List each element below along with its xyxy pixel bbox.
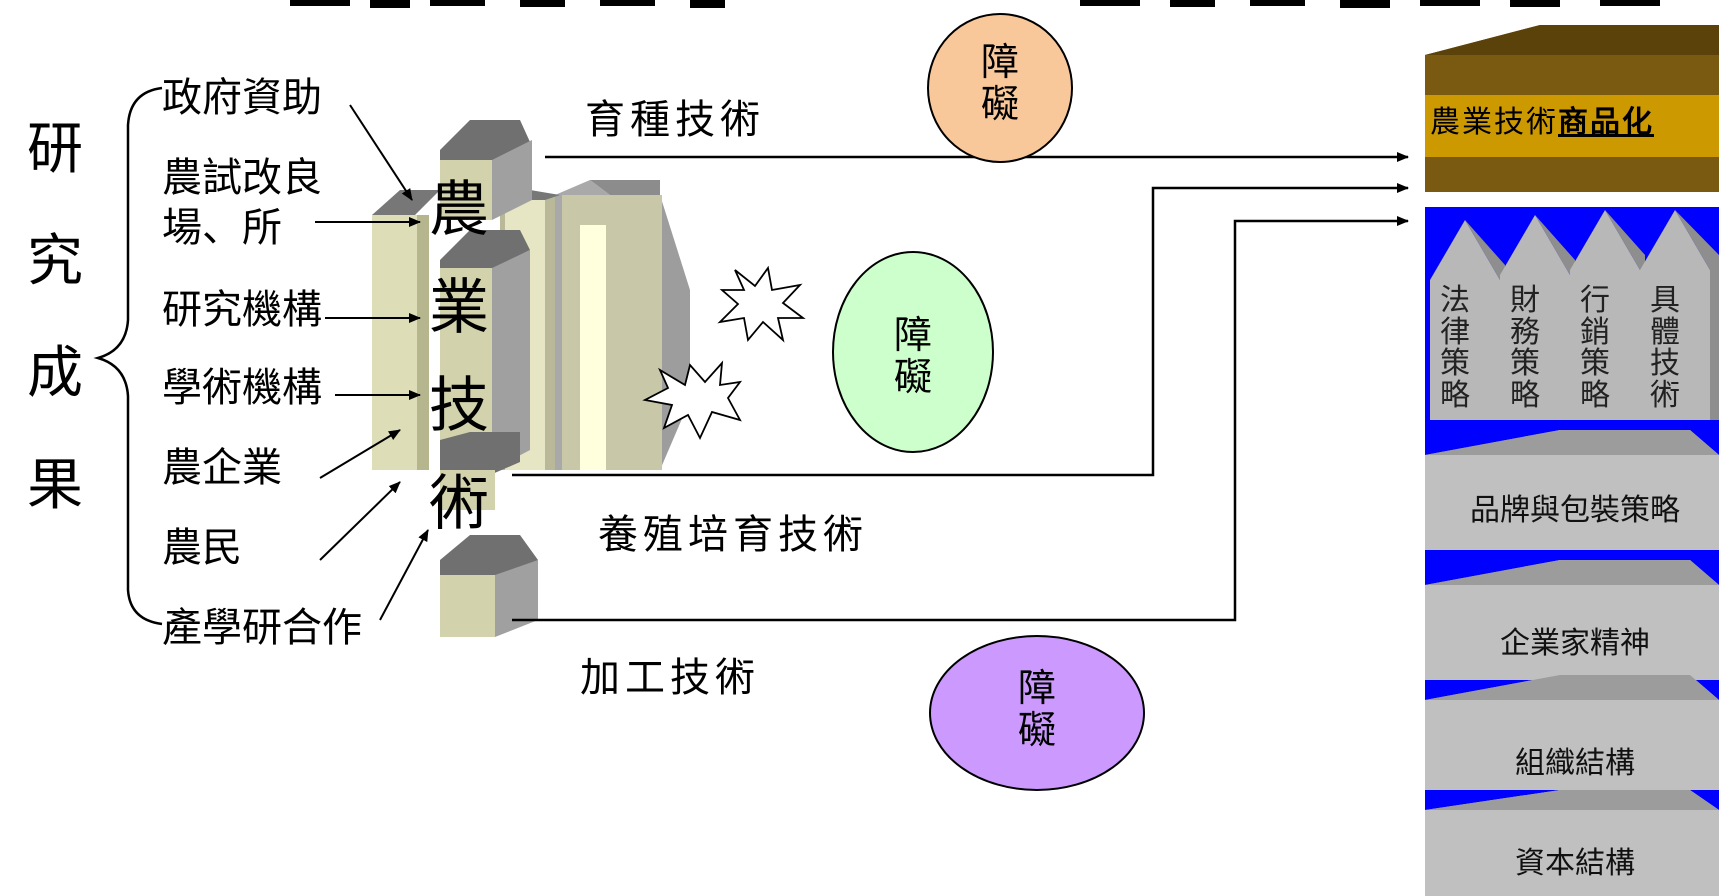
pillar-char: 行 bbox=[1580, 283, 1610, 318]
technique-breeding: 育種技術 bbox=[585, 97, 765, 143]
agri-char: 業 bbox=[429, 273, 489, 343]
source-academic-institute: 學術機構 bbox=[162, 365, 322, 411]
pillar-legal-strategy: 法 律 策 略 bbox=[1435, 285, 1475, 411]
technique-processing: 加工技術 bbox=[580, 655, 760, 701]
burst-small-icon bbox=[717, 265, 806, 343]
pillar-char: 策 bbox=[1580, 346, 1610, 381]
pillar-financial-strategy: 財 務 策 略 bbox=[1505, 285, 1545, 411]
source-agribusiness: 農企業 bbox=[162, 445, 282, 491]
research-brace bbox=[93, 86, 163, 626]
tier-organization: 組織結構 bbox=[1515, 746, 1635, 781]
research-char: 成 bbox=[27, 341, 83, 406]
research-output-label: 研 究 成 果 bbox=[20, 122, 90, 570]
commercialization-emphasis: 商品化 bbox=[1558, 105, 1654, 140]
source-arrows bbox=[315, 104, 429, 621]
technique-cultivation: 養殖培育技術 bbox=[598, 512, 868, 558]
pillar-char: 策 bbox=[1440, 346, 1470, 381]
research-char: 研 bbox=[27, 117, 83, 182]
source-agri-experiment-station-2: 場、所 bbox=[162, 205, 282, 251]
obstacle-bottom-text: 障 礙 bbox=[1012, 666, 1062, 752]
pillar-char: 體 bbox=[1650, 314, 1680, 350]
agri-char: 農 bbox=[429, 175, 489, 245]
pillar-char: 策 bbox=[1510, 346, 1540, 381]
research-char: 究 bbox=[27, 229, 83, 294]
pillar-char: 務 bbox=[1510, 314, 1540, 350]
obstacle-char: 礙 bbox=[893, 354, 932, 399]
pillar-char: 具 bbox=[1650, 283, 1680, 318]
pillar-char: 技 bbox=[1650, 346, 1680, 381]
source-industry-academia: 產學研合作 bbox=[162, 605, 362, 651]
tier-brand-packaging: 品牌與包裝策略 bbox=[1470, 493, 1680, 528]
obstacle-top bbox=[927, 13, 1073, 163]
pillar-char: 略 bbox=[1440, 377, 1470, 413]
pillar-char: 略 bbox=[1580, 377, 1610, 413]
commercialization-house bbox=[1425, 25, 1719, 192]
pillar-concrete-technology: 具 體 技 術 bbox=[1645, 285, 1685, 411]
title-fragment bbox=[290, 0, 1660, 8]
obstacle-bottom bbox=[929, 635, 1145, 791]
pillar-char: 略 bbox=[1510, 377, 1540, 413]
source-agri-experiment-station: 農試改良 bbox=[162, 155, 322, 201]
source-government-funding: 政府資助 bbox=[162, 75, 322, 121]
pillar-char: 財 bbox=[1510, 283, 1540, 318]
pillar-char: 術 bbox=[1650, 377, 1680, 413]
source-farmers: 農民 bbox=[162, 525, 242, 571]
tier-entrepreneurship: 企業家精神 bbox=[1500, 626, 1650, 661]
obstacle-char: 障 bbox=[980, 40, 1019, 84]
burst-large-icon bbox=[642, 360, 743, 441]
agri-char: 術 bbox=[429, 469, 489, 539]
obstacle-middle-text: 障 礙 bbox=[888, 313, 938, 399]
obstacle-char: 礙 bbox=[1017, 707, 1056, 752]
pillar-char: 律 bbox=[1440, 314, 1470, 350]
pillar-char: 銷 bbox=[1580, 314, 1610, 350]
obstacle-char: 障 bbox=[1017, 666, 1056, 710]
obstacle-top-text: 障 礙 bbox=[975, 40, 1025, 126]
obstacle-char: 障 bbox=[893, 313, 932, 357]
obstacle-char: 礙 bbox=[980, 81, 1019, 126]
research-char: 果 bbox=[27, 453, 83, 518]
commercialization-prefix: 農業技術 bbox=[1430, 105, 1558, 140]
agri-tech-label: 農 業 技 術 bbox=[418, 180, 500, 572]
tier-capital: 資本結構 bbox=[1515, 846, 1635, 881]
pillar-char: 法 bbox=[1440, 283, 1470, 318]
agri-tech-blocks bbox=[372, 120, 690, 637]
strategy-building bbox=[1425, 207, 1719, 896]
agri-char: 技 bbox=[429, 371, 489, 441]
obstacle-middle bbox=[832, 251, 994, 453]
commercialization-label: 農業技術商品化 bbox=[1430, 108, 1654, 138]
source-research-institute: 研究機構 bbox=[162, 287, 322, 333]
pillar-marketing-strategy: 行 銷 策 略 bbox=[1575, 285, 1615, 411]
